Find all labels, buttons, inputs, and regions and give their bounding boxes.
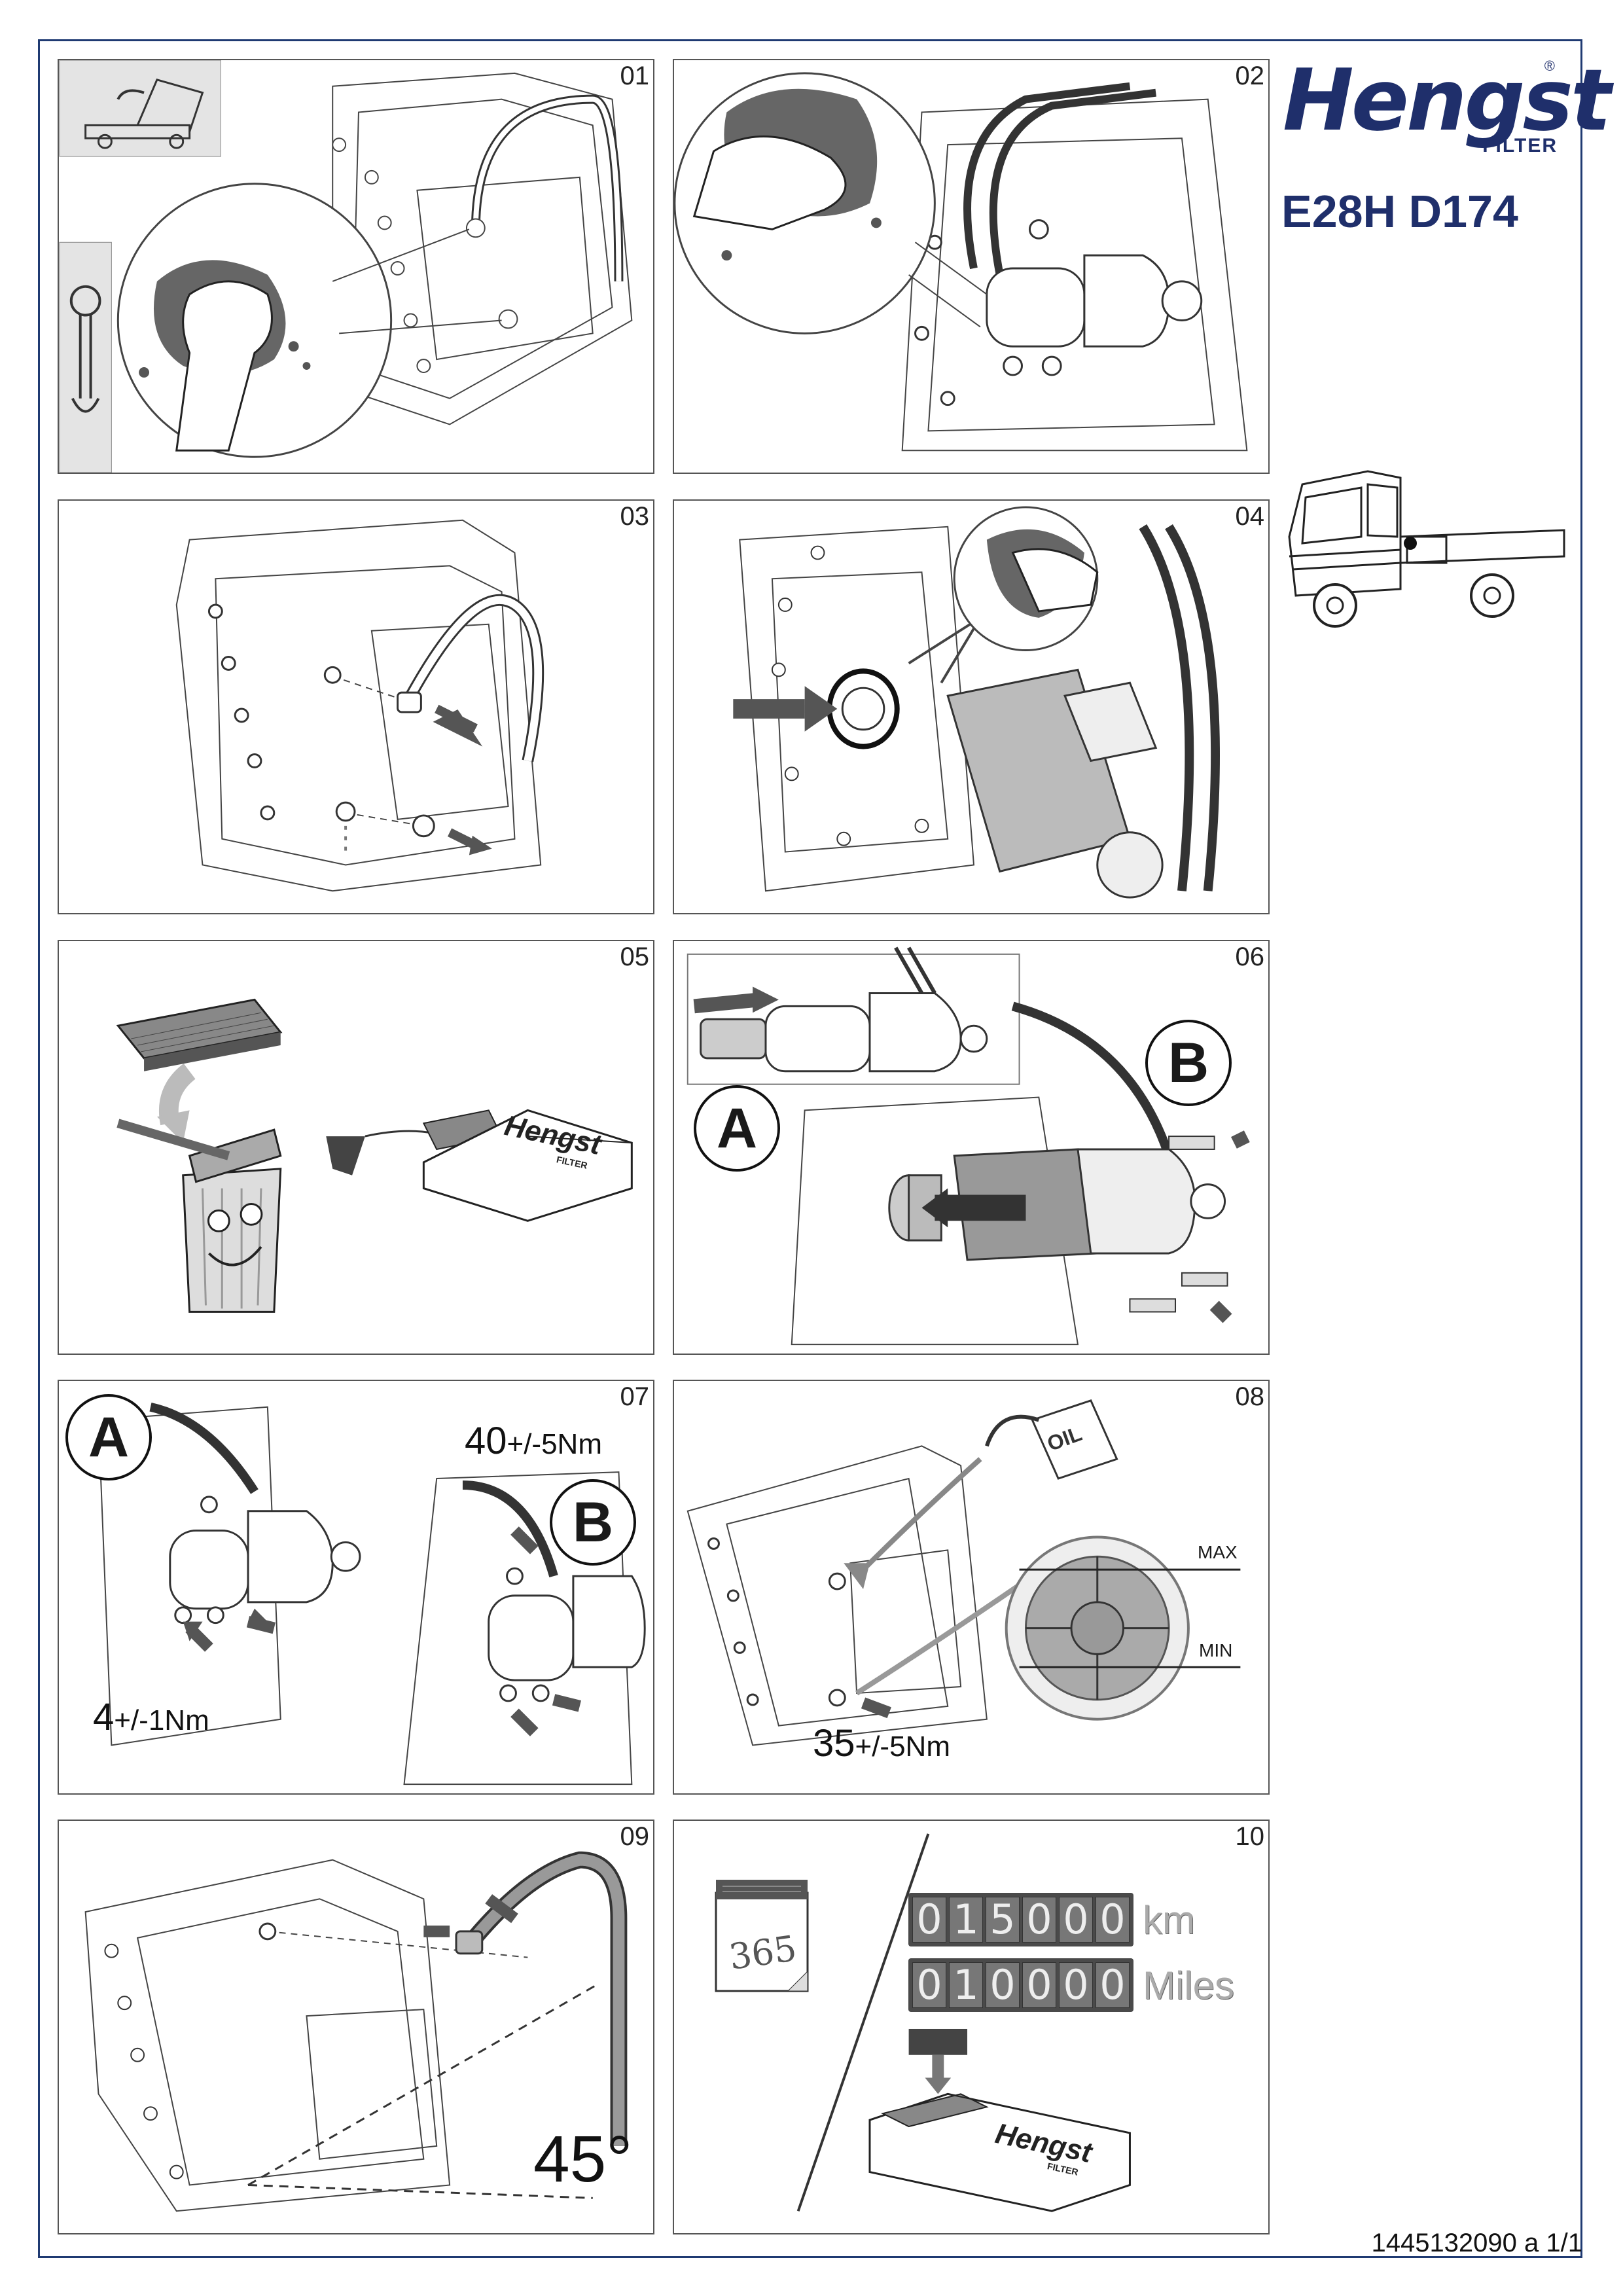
step-panel-03: 03 (58, 499, 654, 914)
torque-spec-a: 4+/-1Nm (93, 1695, 209, 1739)
oil-can-icon (985, 1399, 1118, 1480)
torque-spec-b: 40+/-5Nm (465, 1419, 602, 1463)
logo-wordmark: Hengst (1283, 50, 1611, 150)
filter-element-icon (116, 998, 283, 1071)
max-level-label: MAX (1198, 1542, 1238, 1562)
callout-letter-b: B (550, 1479, 636, 1566)
torque-tolerance: +/-5Nm (855, 1731, 950, 1763)
angle-label: 45° (533, 2123, 633, 2196)
min-level-label: MIN (1199, 1640, 1233, 1660)
odometer-digit: 5 (986, 1897, 1020, 1943)
odometer-digit: 0 (1059, 1962, 1093, 2008)
odometer-miles: 0 1 0 0 0 0 Miles (908, 1958, 1234, 2012)
document-code: 1445132090 a 1/1 (1371, 2229, 1582, 2257)
logo-filter-label: FILTER (1482, 135, 1558, 156)
odometer-digit: 0 (1059, 1897, 1093, 1943)
odometer-km: 0 1 5 0 0 0 km (908, 1893, 1195, 1946)
step-panel-01: 01 (58, 59, 654, 474)
filter-box-icon (422, 1109, 633, 1222)
logo-registered-mark: ® (1544, 58, 1555, 74)
hengst-logo: Hengst ® FILTER (1283, 51, 1611, 162)
torque-value: 35 (813, 1722, 855, 1765)
step-panel-05: Hengst FILTER 05 (58, 940, 654, 1355)
odometer-digit: 0 (986, 1962, 1020, 2008)
torque-value: 40 (465, 1420, 507, 1462)
cleaning-hand-icon (692, 88, 882, 261)
step-panel-09: 45° 09 (58, 1820, 654, 2234)
odometer-miles-unit: Miles (1143, 1963, 1235, 2007)
step-panel-06: A B 06 (673, 940, 1270, 1355)
step-number: 02 (1235, 62, 1265, 90)
step-number: 10 (1235, 1822, 1265, 1851)
step-number: 06 (1235, 942, 1265, 971)
truck-icon (1288, 470, 1565, 628)
step-panel-04: 04 (673, 499, 1270, 914)
torque-tolerance: +/-5Nm (507, 1428, 602, 1460)
cab-tilt-icon (84, 79, 204, 149)
page-frame (38, 39, 1582, 2258)
odometer-digit: 1 (949, 1962, 983, 2008)
box-brand-label: Hengst (992, 2117, 1095, 2169)
step-number: 01 (620, 62, 650, 90)
trash-bin-icon (116, 1119, 282, 1313)
torque-tolerance: +/-1Nm (114, 1704, 209, 1736)
step-number: 04 (1235, 502, 1265, 531)
wrench-icon (69, 285, 101, 413)
odometer-digit: 0 (1022, 1897, 1056, 1943)
step-panel-02: 02 (673, 59, 1270, 474)
step-number: 05 (620, 942, 650, 971)
step-panel-10: 365 0 1 5 0 0 0 km 0 1 0 0 0 0 Miles (673, 1820, 1270, 2234)
odometer-km-digits: 0 1 5 0 0 0 (908, 1893, 1133, 1946)
callout-letter-a: A (65, 1394, 152, 1480)
odometer-miles-digits: 0 1 0 0 0 0 (908, 1958, 1133, 2012)
odometer-digit: 0 (1096, 1897, 1130, 1943)
part-number: E28H D174 (1281, 186, 1518, 237)
step-panel-08: MAX MIN OIL 35+/-5Nm 08 (673, 1380, 1270, 1795)
step-number: 03 (620, 502, 650, 531)
calendar-icon (715, 1880, 809, 1992)
step-panel-07: A B 40+/-5Nm 4+/-1Nm 07 (58, 1380, 654, 1795)
odometer-digit: 1 (949, 1897, 983, 1943)
callout-letter-a: A (694, 1085, 780, 1172)
step-number: 08 (1235, 1382, 1265, 1411)
torque-spec: 35+/-5Nm (813, 1721, 950, 1765)
odometer-digit: 0 (912, 1897, 946, 1943)
callout-letter-b: B (1145, 1020, 1232, 1106)
cleaning-hand-icon (139, 260, 311, 452)
odometer-digit: 0 (1022, 1962, 1056, 2008)
torque-value: 4 (93, 1696, 115, 1738)
odometer-km-unit: km (1143, 1897, 1195, 1942)
odometer-digit: 0 (912, 1962, 946, 2008)
odometer-digit: 0 (1096, 1962, 1130, 2008)
step-number: 07 (620, 1382, 650, 1411)
step-number: 09 (620, 1822, 650, 1851)
